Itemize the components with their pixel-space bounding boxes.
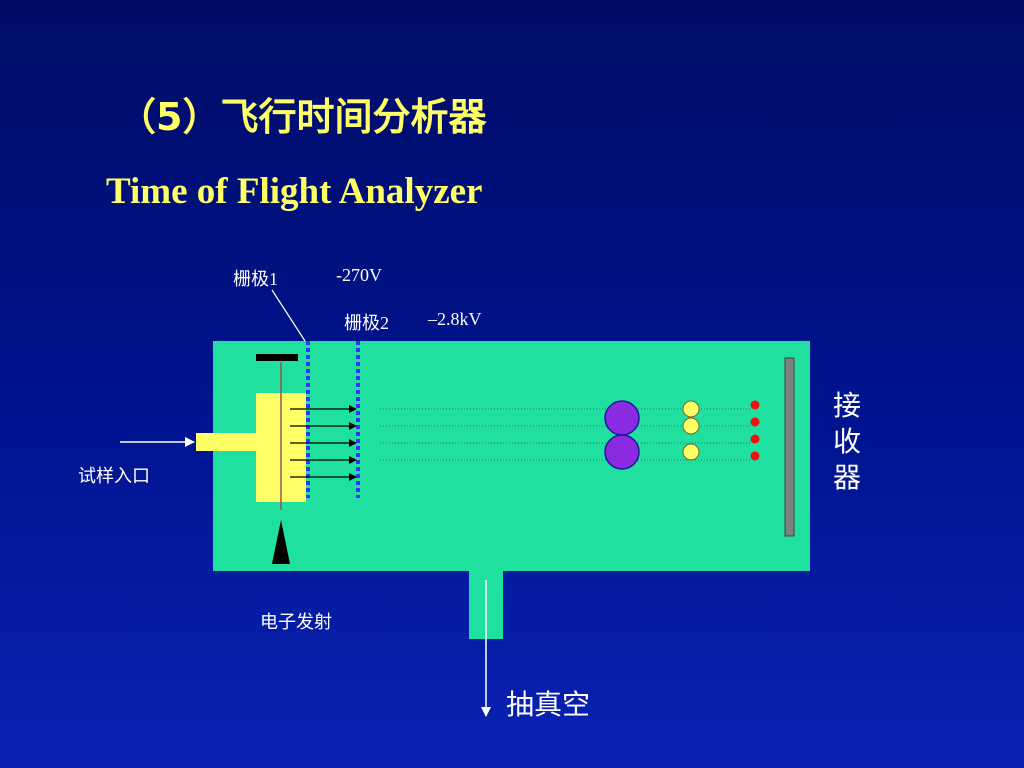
electron-emitter-triangle: [272, 520, 290, 564]
light-ion: [750, 400, 760, 410]
heavy-ion: [604, 434, 640, 470]
medium-ion: [682, 400, 700, 418]
medium-ion: [682, 443, 700, 461]
sample-inlet-label: 试样入口: [78, 466, 150, 486]
grid-2-label: 栅极2: [344, 313, 389, 333]
slide-subtitle: Time of Flight Analyzer: [106, 171, 483, 212]
receiver-char: 收: [832, 425, 861, 458]
light-ion: [750, 434, 760, 444]
grid-1-label: 栅极1: [233, 269, 278, 289]
grid-1-pointer: [271, 289, 306, 342]
receiver-label: 接 收 器: [830, 388, 864, 496]
slide-title: （5）飞行时间分析器: [118, 95, 487, 139]
flight-tube-chamber: [213, 341, 810, 571]
medium-ion: [682, 417, 700, 435]
grid-2-voltage: –2.8kV: [428, 309, 482, 329]
receiver-char: 器: [832, 461, 861, 494]
grid-1-voltage: -270V: [336, 265, 382, 285]
electron-emission-label: 电子发射: [260, 612, 332, 632]
heavy-ion: [604, 400, 640, 436]
acceleration-arrows: [290, 405, 357, 481]
filament-bar: [256, 354, 298, 361]
light-ion: [750, 417, 760, 427]
receiver-char: 接: [832, 389, 861, 422]
detector-plate: [784, 357, 795, 537]
sample-inlet-pipe: [196, 433, 258, 451]
light-ion: [750, 451, 760, 461]
vacuum-label: 抽真空: [506, 688, 591, 721]
